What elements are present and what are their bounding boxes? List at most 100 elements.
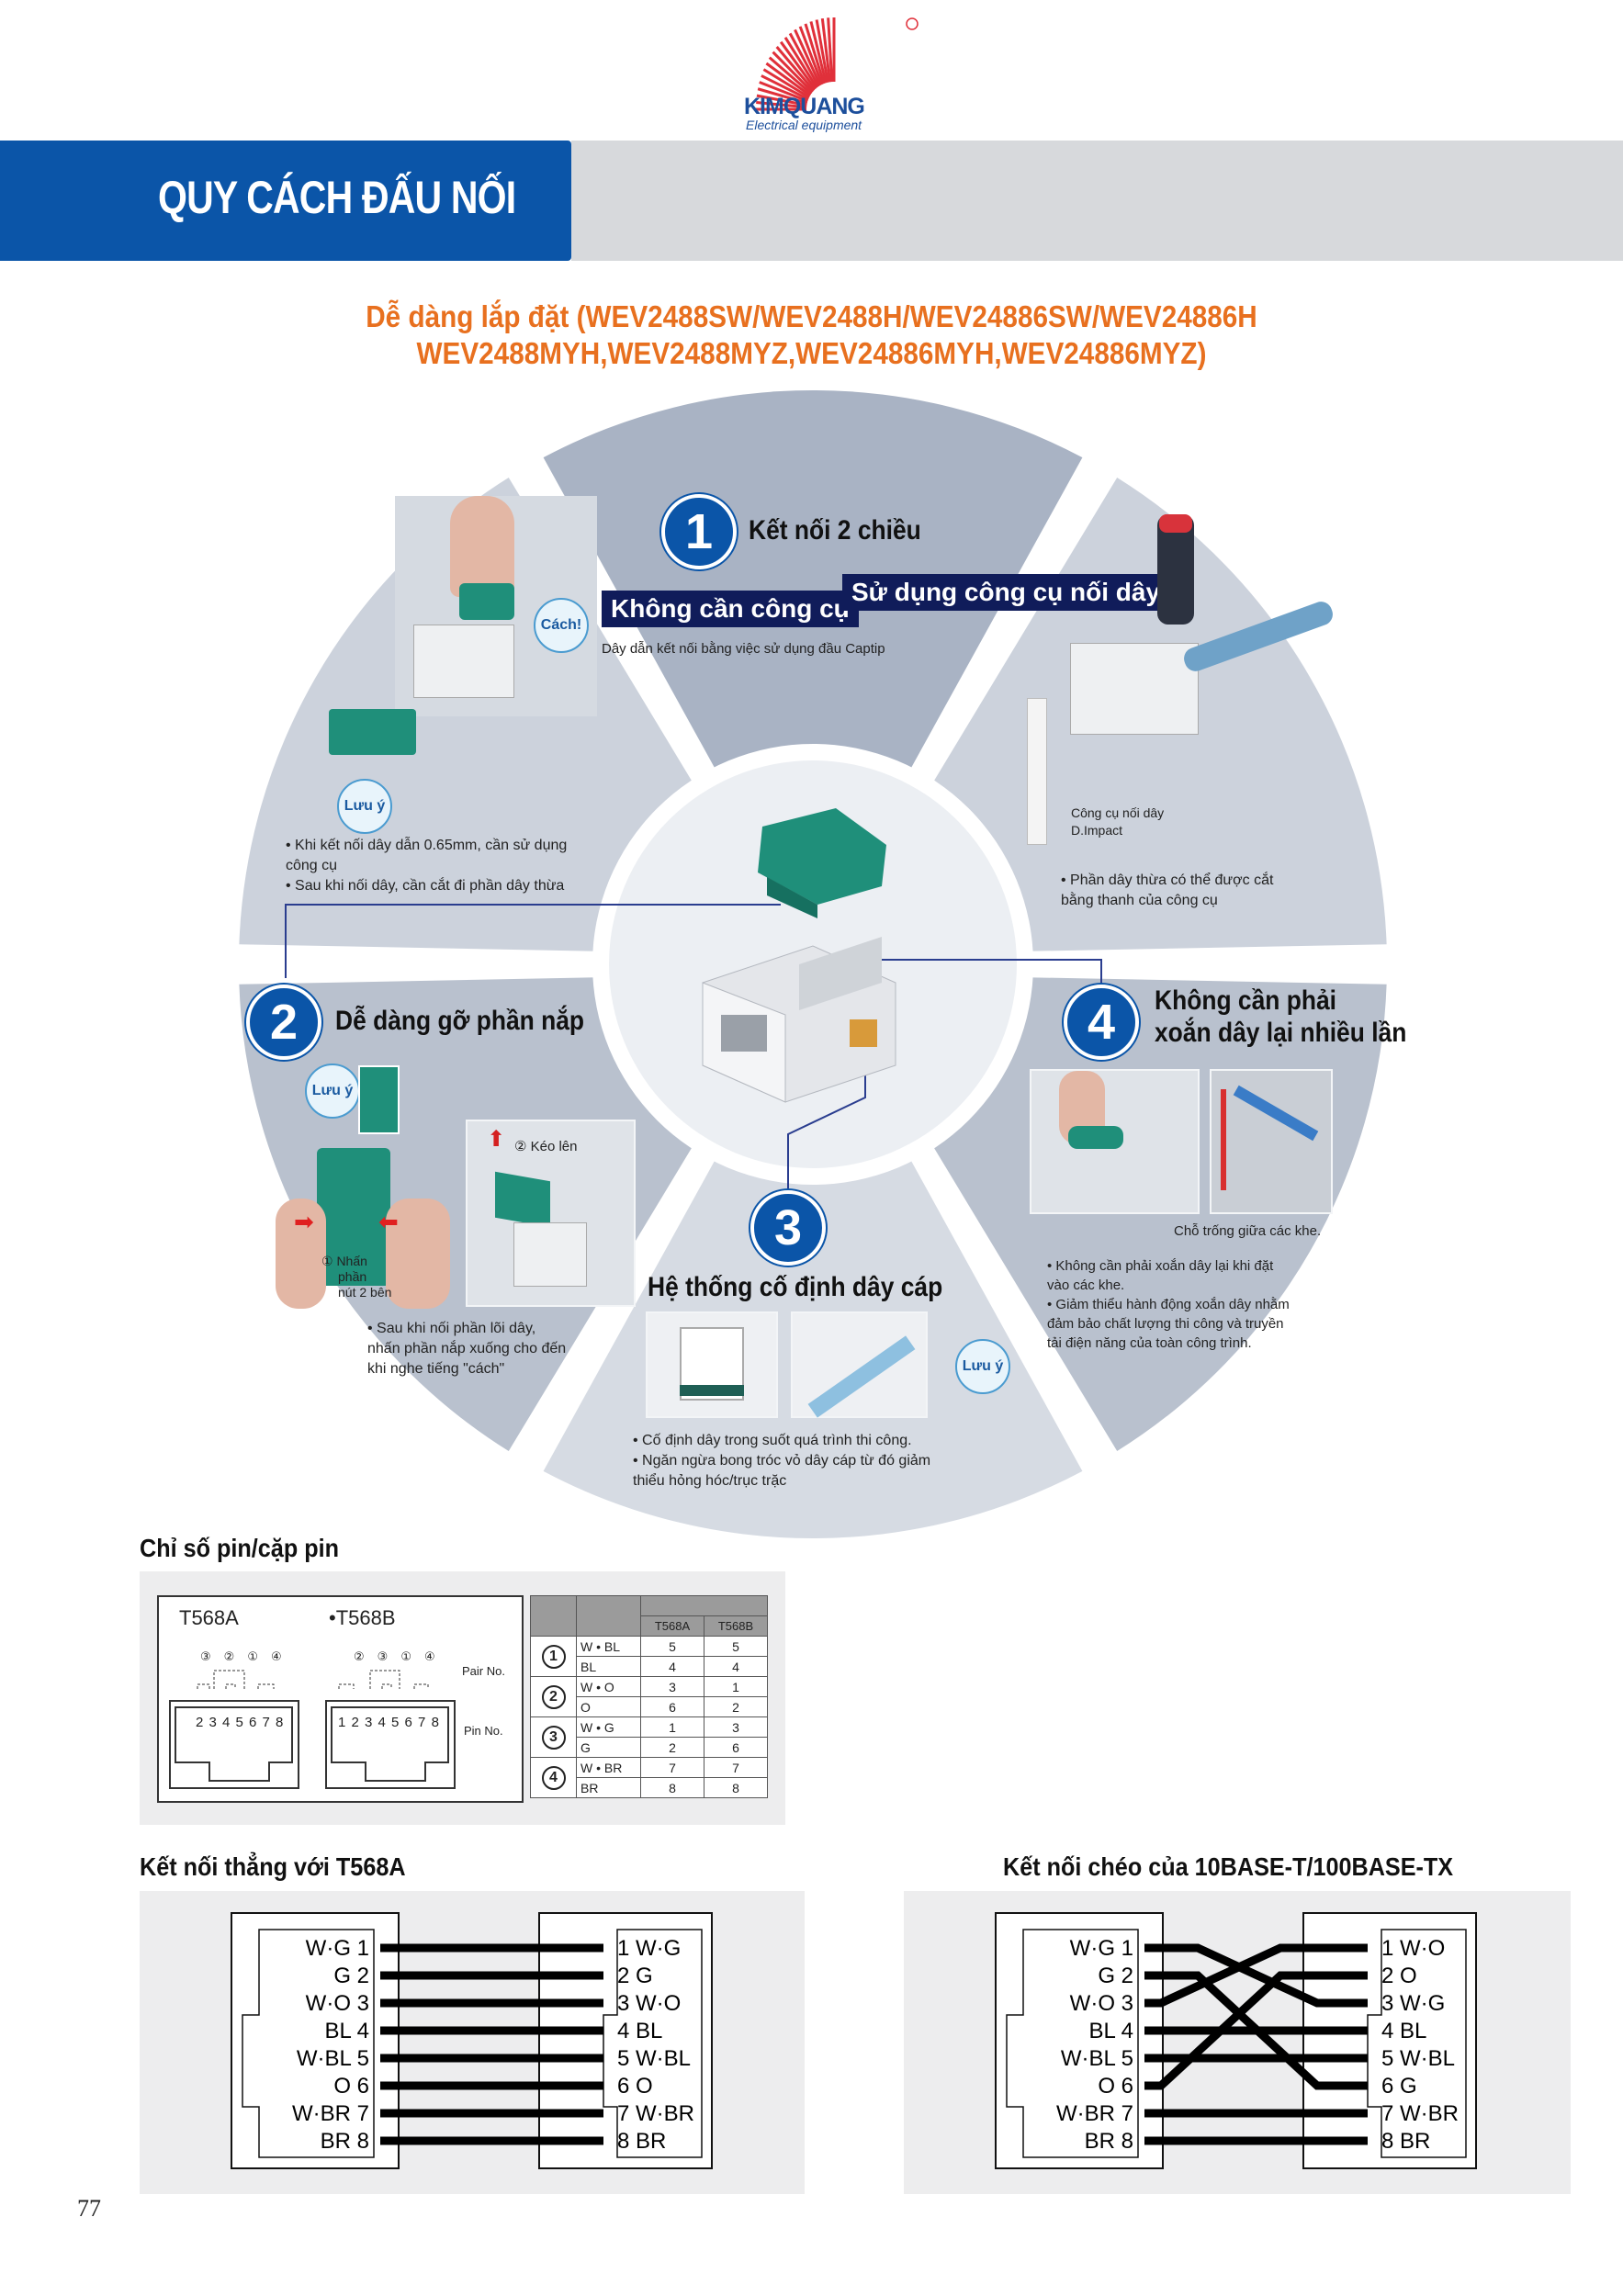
left-pin-label: W·BR 7 xyxy=(292,2101,369,2126)
pin-no-label: Pin No. xyxy=(464,1724,503,1738)
bullet: • Ngăn ngừa bong tróc vỏ dây cáp từ đó g… xyxy=(633,1453,931,1489)
press-label-line-3: nút 2 bên xyxy=(338,1285,392,1300)
right-pin-label: 6 O xyxy=(617,2074,653,2099)
note-bubble-step-2: Lưu ý xyxy=(305,1064,360,1119)
slot-caption: Chỗ trống giữa các khe. xyxy=(1174,1223,1322,1239)
t568b-cell: 8 xyxy=(704,1777,768,1798)
pair-number: ② xyxy=(223,1649,248,1663)
page-number: 77 xyxy=(77,2195,101,2222)
straight-wiring-diagram: W·G 1G 2W·O 3BL 4W·BL 5O 6W·BR 7BR 81 W·… xyxy=(231,1912,713,2169)
t568a-cell: 7 xyxy=(640,1757,704,1778)
photo-tool-connection xyxy=(1070,514,1346,762)
logo-ray xyxy=(765,62,811,97)
t568a-pair-numbers: ③②①④ xyxy=(200,1649,295,1664)
keystone-jack-illustration xyxy=(702,808,896,1103)
straight-title: Kết nối thẳng với T568A xyxy=(140,1852,406,1881)
subtitle-line-2: WEV2488MYH,WEV2488MYZ,WEV24886MYH,WEV248… xyxy=(416,336,1207,370)
pair-number: ③ xyxy=(377,1649,401,1663)
left-pin-label: BR 8 xyxy=(321,2129,369,2154)
logo-ray xyxy=(798,26,824,85)
table-header-t568a: T568A xyxy=(640,1615,704,1637)
page-title: QUY CÁCH ĐẤU NỐI xyxy=(158,172,516,223)
right-pin-label: 5 W·BL xyxy=(1381,2046,1455,2071)
bullet-text: Ngăn ngừa bong tróc vỏ dây cáp từ đó giả… xyxy=(633,1453,931,1489)
right-pin-label: 5 W·BL xyxy=(617,2046,691,2071)
left-pin-label: G 2 xyxy=(1098,1964,1133,1988)
click-sound-bubble: Cách! xyxy=(534,598,589,653)
logo-ray xyxy=(761,74,809,101)
bullet: • Cố định dây trong suốt quá trình thi c… xyxy=(633,1433,912,1448)
bullet: • Sau khi nối phần lõi dây, nhấn phần nắ… xyxy=(367,1321,567,1377)
left-pin-label: BR 8 xyxy=(1085,2129,1133,2154)
logo-tagline: Electrical equipment xyxy=(746,118,862,132)
t568a-cell: 4 xyxy=(640,1656,704,1677)
step-2-bullets: • Sau khi nối phần lõi dây, nhấn phần nắ… xyxy=(367,1319,569,1379)
bullet-text: Cố định dây trong suốt quá trình thi côn… xyxy=(642,1433,912,1448)
logo-ray xyxy=(820,17,832,83)
pair-number: 2 xyxy=(541,1684,566,1709)
logo-brand-text: KIMQUANG xyxy=(744,94,865,119)
connector-line-4 xyxy=(882,959,1102,987)
tool-label: Công cụ nối dây D.Impact xyxy=(1071,805,1164,839)
left-pin-label: O 6 xyxy=(1098,2074,1133,2099)
logo-ray xyxy=(757,87,808,105)
table-header-group xyxy=(640,1595,768,1616)
color-cell: W • G xyxy=(576,1716,641,1738)
pair-cell: 4 xyxy=(530,1757,577,1798)
left-pin-label: BL 4 xyxy=(1089,2019,1133,2043)
bullet: • Giảm thiểu hành động xoắn dây nhằm đảm… xyxy=(1047,1297,1290,1351)
left-pin-label: W·BR 7 xyxy=(1056,2101,1133,2126)
step-4-badge: 4 xyxy=(1064,985,1139,1060)
left-connector-inner xyxy=(242,1929,375,2158)
bullet-text: Không cần phải xoắn dây lại khi đặt vào … xyxy=(1047,1258,1274,1293)
right-pin-label: 3 W·G xyxy=(1381,1991,1445,2016)
step-4-title-line-2: xoắn dây lại nhiều lần xyxy=(1155,1018,1407,1048)
photo-no-twist-1 xyxy=(1030,1069,1200,1214)
brand-logo: KIMQUANG Electrical equipment xyxy=(742,13,926,137)
logo-ray xyxy=(809,21,828,84)
pair-cell: 2 xyxy=(530,1676,577,1717)
t568b-cell: 1 xyxy=(704,1676,768,1697)
table-header-t568b: T568B xyxy=(704,1615,768,1637)
t568b-label: •T568B xyxy=(329,1606,396,1629)
t568b-cell: 6 xyxy=(704,1737,768,1758)
logo-ray xyxy=(794,28,822,86)
step-1-badge: 1 xyxy=(661,494,737,569)
step-2-title: Dễ dàng gỡ phần nắp xyxy=(335,1006,585,1036)
press-label-line-1: ① Nhấn xyxy=(321,1254,367,1268)
color-cell: BR xyxy=(576,1777,641,1798)
right-connector-inner xyxy=(1367,1929,1467,2158)
step-3-bullets: • Cố định dây trong suốt quá trình thi c… xyxy=(633,1431,964,1491)
step-3-title: Hệ thống cố định dây cáp xyxy=(648,1272,943,1302)
arrow-up-icon: ⬆ xyxy=(487,1127,506,1152)
bullet: • Khi kết nối dây dẫn 0.65mm, cần sử dụn… xyxy=(286,838,568,873)
t568b-cell: 4 xyxy=(704,1656,768,1677)
t568b-cell: 7 xyxy=(704,1757,768,1778)
photo-no-twist-2 xyxy=(1210,1069,1333,1214)
step-3-badge: 3 xyxy=(750,1190,826,1266)
right-connector-outer xyxy=(538,1912,713,2169)
right-connector-outer xyxy=(1302,1912,1477,2169)
bullet-text: Khi kết nối dây dẫn 0.65mm, cần sử dụng … xyxy=(286,838,568,873)
cover-part-image xyxy=(329,709,416,755)
t568b-pair-numbers: ②③①④ xyxy=(354,1649,448,1664)
right-pin-label: 4 BL xyxy=(617,2019,662,2043)
left-pin-label: W·BL 5 xyxy=(297,2046,369,2071)
t568a-cell: 1 xyxy=(640,1716,704,1738)
photo-press-buttons: ➡ ⬅ xyxy=(276,1143,464,1309)
pair-number: ④ xyxy=(270,1649,295,1663)
color-cell: BL xyxy=(576,1656,641,1677)
note-bubble-step-3: Lưu ý xyxy=(955,1339,1010,1394)
left-pin-label: W·O 3 xyxy=(306,1991,369,2016)
tag-use-tool: Sử dụng công cụ nối dây xyxy=(842,574,1170,611)
right-connector-inner xyxy=(603,1929,703,2158)
bullet: • Phần dây thừa có thể được cắt bằng tha… xyxy=(1061,872,1274,908)
pair-number: 1 xyxy=(541,1644,566,1669)
impact-tool-image xyxy=(1027,698,1047,845)
logo-ray xyxy=(815,19,829,84)
pair-cell: 1 xyxy=(530,1636,577,1677)
pin-diagram: T568A •T568B Pair No. Pin No. ③②①④ ②③①④ … xyxy=(157,1595,524,1803)
pair-no-label: Pair No. xyxy=(462,1664,505,1678)
